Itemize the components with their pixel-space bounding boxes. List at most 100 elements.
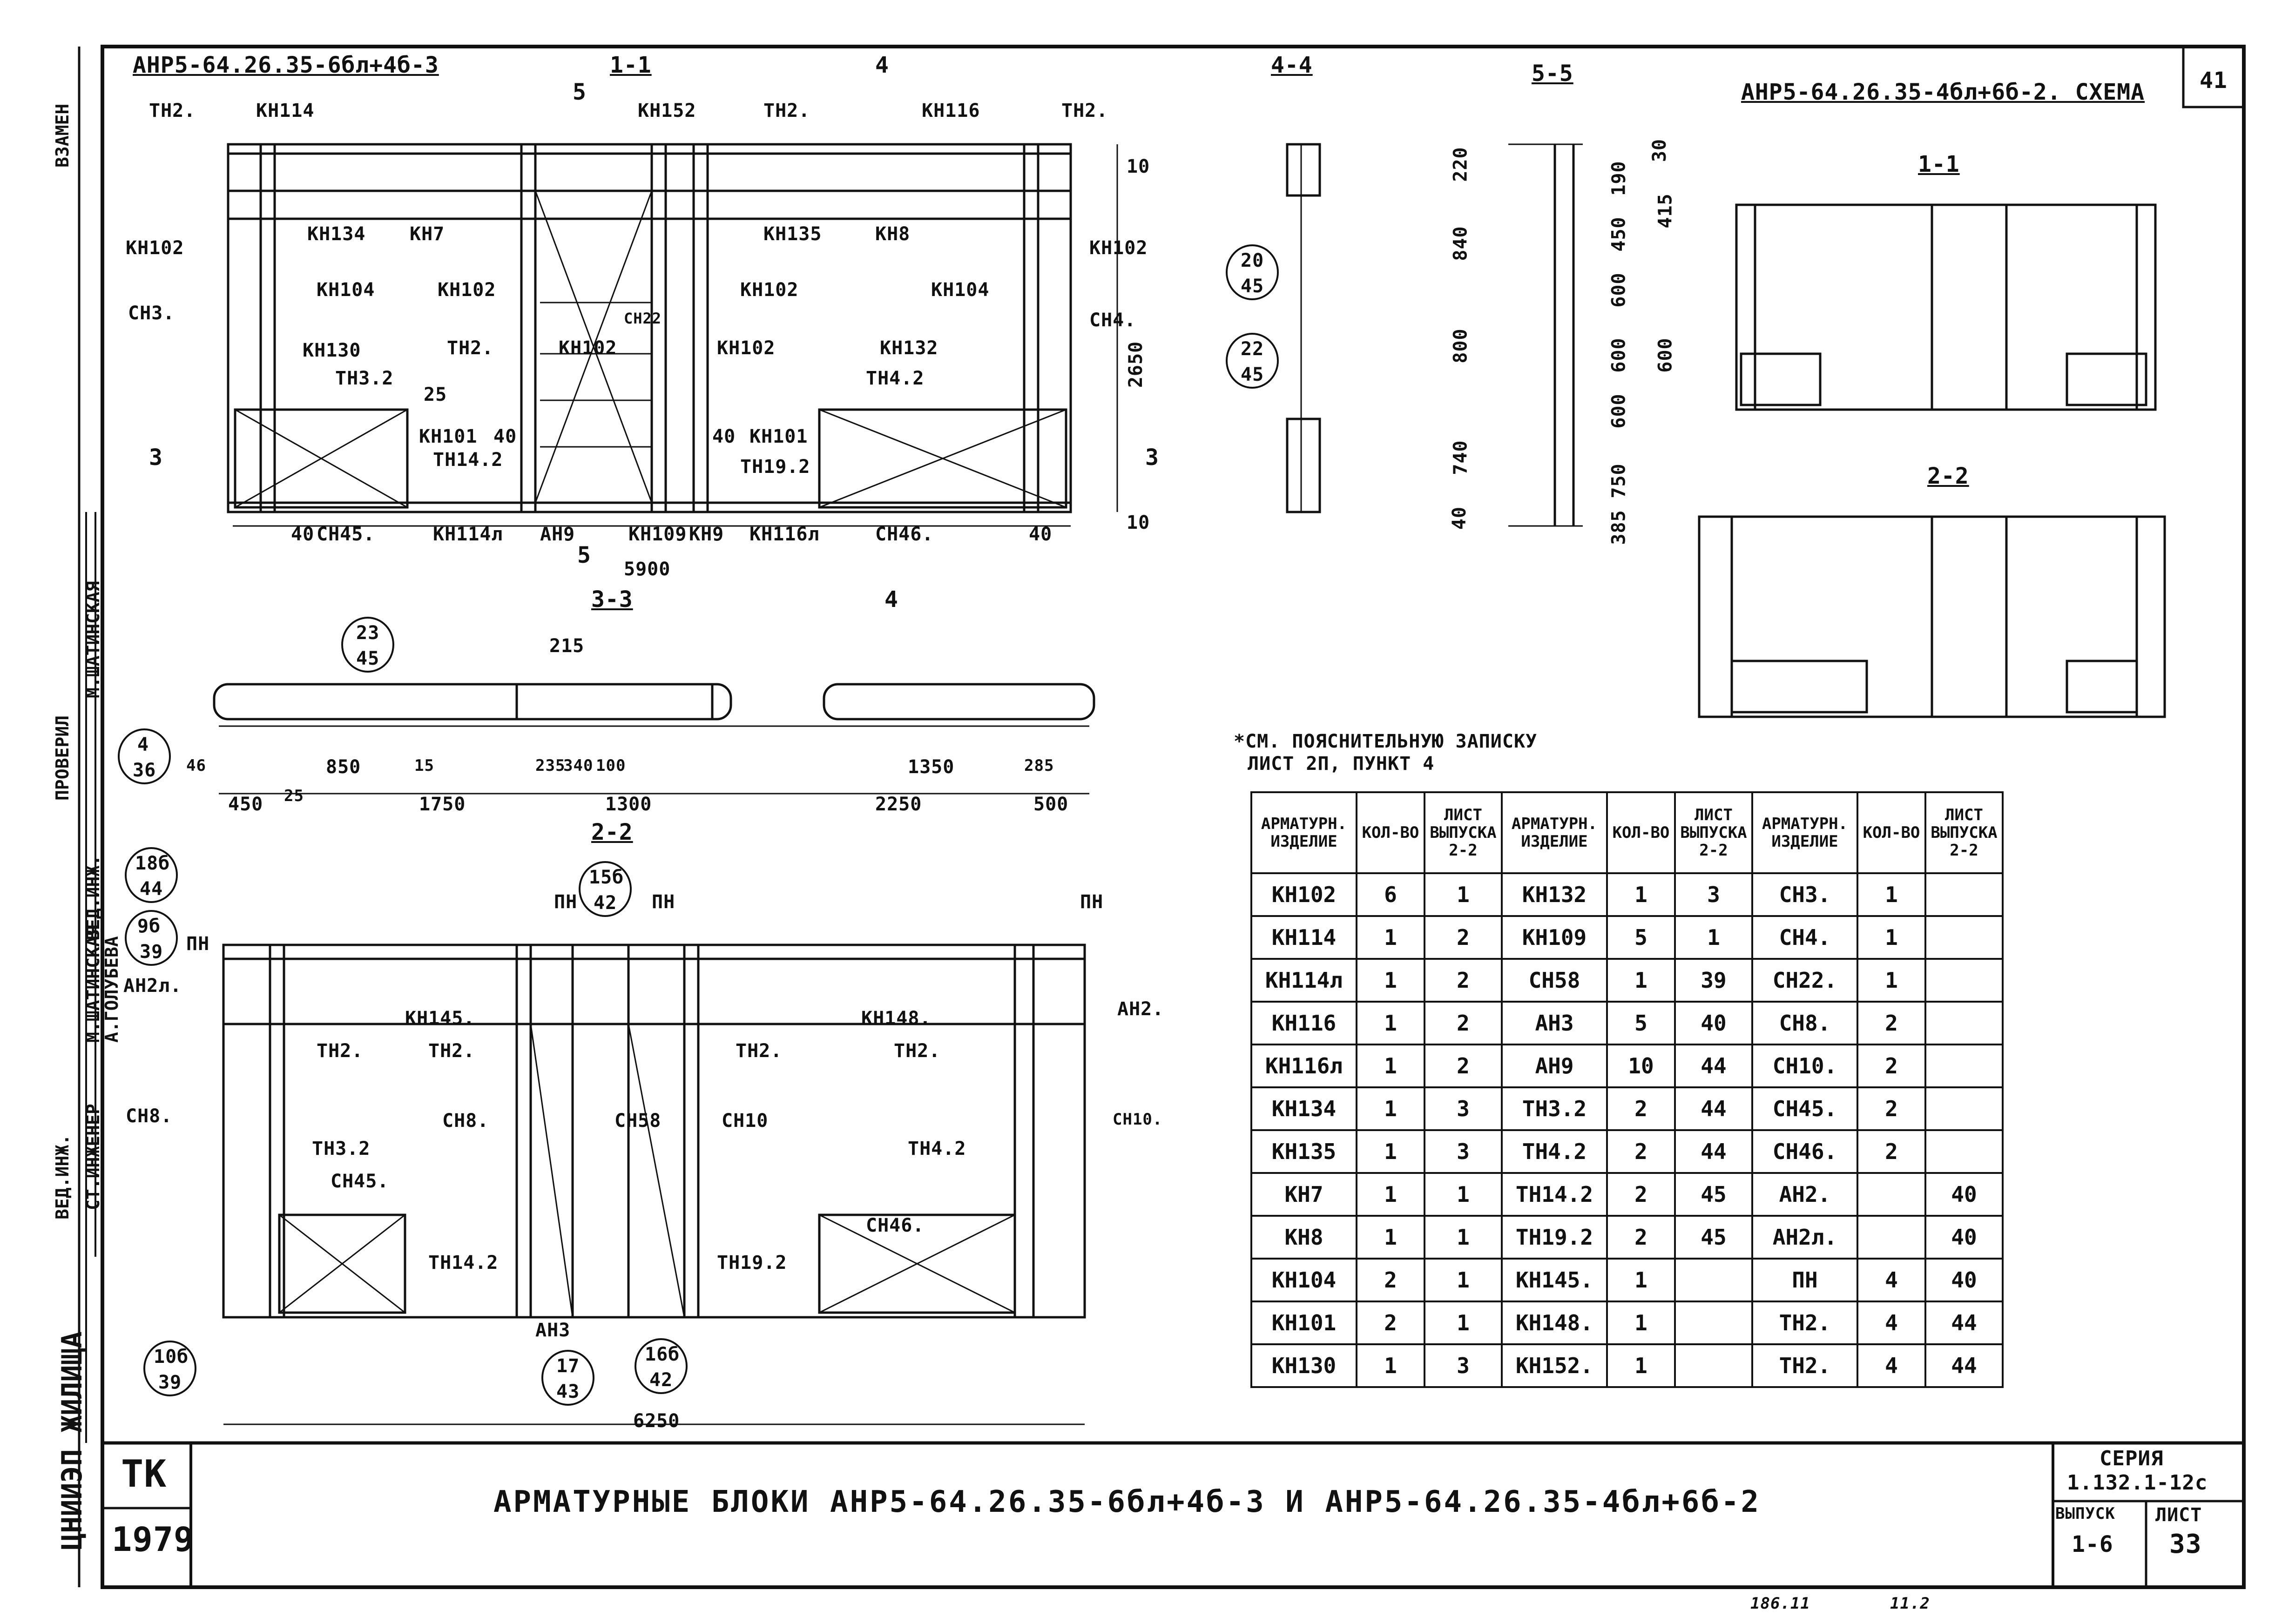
table-cell: 40	[1924, 1258, 2004, 1302]
plan-dim: 15	[414, 756, 434, 775]
elev-label: СН3.	[128, 303, 175, 324]
section-2-2: 2-2	[591, 819, 633, 845]
elev-label: СН46.	[875, 524, 934, 545]
elev-label: КН102	[559, 337, 617, 359]
table-cell: КН132	[1501, 872, 1608, 917]
schema-title: АНР5-64.26.35-4бл+6б-2. СХЕМА	[1741, 79, 2145, 105]
issue-value: 1-6	[2072, 1531, 2113, 1557]
plan-dim: 340	[563, 756, 594, 775]
bottom-stamp-0: 186.11	[1750, 1594, 1810, 1613]
table-cell	[1674, 1343, 1753, 1388]
elev2-label: АН2л.	[123, 975, 182, 997]
table-cell: 44	[1674, 1044, 1753, 1088]
col-header: ЛИСТ ВЫПУСКА 2-2	[1674, 791, 1753, 874]
sheet-label: ЛИСТ	[2155, 1504, 2202, 1526]
stamp-year: 1979	[112, 1520, 195, 1559]
table-cell: КН130	[1250, 1343, 1357, 1388]
elev-label: КН9	[689, 524, 724, 545]
callout: 9б	[137, 916, 161, 937]
table-cell: 5	[1606, 1001, 1676, 1045]
table-cell: ТН14.2	[1501, 1172, 1608, 1217]
elev-label: СН4.	[1089, 310, 1136, 331]
elev-label: КН102	[126, 237, 184, 259]
elev-label: КН130	[303, 340, 361, 361]
section-mark: 5	[573, 79, 587, 105]
elev2-label: АН3	[535, 1320, 571, 1341]
table-cell: 1	[1606, 1258, 1676, 1302]
table-cell: 2	[1857, 1044, 1926, 1088]
side-name-2: А.ГОЛУБЕВА	[101, 936, 122, 1043]
table-cell	[1674, 1301, 1753, 1345]
table-cell: 1	[1606, 1301, 1676, 1345]
table-cell: 1	[1424, 1215, 1503, 1260]
elev-label: КН135	[763, 223, 822, 245]
table-cell: 2	[1424, 915, 1503, 960]
sec55-dim: 190	[1608, 161, 1630, 196]
table-cell: 1	[1356, 915, 1425, 960]
note-line-1: *СМ. ПОЯСНИТЕЛЬНУЮ ЗАПИСКУ	[1234, 731, 1538, 752]
side-role-3: ВЕД.ИНЖ.	[52, 1134, 73, 1220]
table-cell: КН102	[1250, 872, 1357, 917]
table-cell: АН9	[1501, 1044, 1608, 1088]
table-cell: КН101	[1250, 1301, 1357, 1345]
callout: 39	[140, 941, 163, 963]
table-cell	[1924, 1086, 2004, 1131]
table-cell: 1	[1606, 958, 1676, 1003]
sec55-dim: 40	[1449, 506, 1471, 530]
table-cell: 1	[1857, 915, 1926, 960]
table-cell: 1	[1356, 1086, 1425, 1131]
table-cell: 2	[1857, 1001, 1926, 1045]
table-cell: КН134	[1250, 1086, 1357, 1131]
table-cell: 2	[1356, 1301, 1425, 1345]
elev2-label: СН58	[614, 1110, 662, 1132]
table-cell: 1	[1857, 872, 1926, 917]
sec55-dim: 750	[1608, 463, 1630, 499]
drawing-title: АРМАТУРНЫЕ БЛОКИ АНР5-64.26.35-6бл+4б-3 …	[493, 1485, 1761, 1519]
plan-dim: 500	[1033, 794, 1069, 815]
section-mark: 4	[875, 52, 889, 78]
table-cell	[1857, 1172, 1926, 1217]
table-cell: 1	[1356, 1129, 1425, 1174]
elev-label: КН104	[317, 279, 375, 301]
table-cell: 2	[1606, 1215, 1676, 1260]
table-cell: АН3	[1501, 1001, 1608, 1045]
callout: 42	[649, 1369, 673, 1391]
side-role-1: ПРОВЕРИЛ	[52, 715, 73, 801]
elev2-label: ТН19.2	[717, 1252, 787, 1274]
table-cell: 2	[1606, 1086, 1676, 1131]
col-header: ЛИСТ ВЫПУСКА 2-2	[1424, 791, 1503, 874]
callout: 22	[1241, 338, 1264, 360]
elev2-label: СН45.	[331, 1171, 389, 1192]
table-cell: 40	[1924, 1172, 2004, 1217]
callout: 15б	[589, 867, 624, 888]
callout: 10б	[154, 1346, 189, 1368]
col-header: КОЛ-ВО	[1857, 791, 1926, 874]
col-header: АРМАТУРН. ИЗДЕЛИЕ	[1751, 791, 1858, 874]
table-cell: 44	[1674, 1086, 1753, 1131]
sheet-value: 33	[2169, 1529, 2202, 1559]
elev2-label: 6250	[633, 1410, 680, 1432]
elev-label: КН109	[628, 524, 687, 545]
table-cell: 4	[1857, 1301, 1926, 1345]
elev2-label: ТН2.	[317, 1040, 364, 1062]
series-value: 1.132.1-12с	[2067, 1471, 2208, 1495]
table-cell: 1	[1606, 872, 1676, 917]
sec55-dim: 450	[1608, 216, 1630, 252]
callout: 45	[356, 648, 380, 669]
block1-title: АНР5-64.26.35-6бл+4б-3	[133, 52, 439, 78]
elev2-label: ТН2.	[736, 1040, 783, 1062]
table-cell: 2	[1857, 1129, 1926, 1174]
table-cell: АН2.	[1751, 1172, 1858, 1217]
table-cell: 1	[1356, 958, 1425, 1003]
dim-text: 25	[424, 384, 447, 405]
plan-dim: 1300	[605, 794, 652, 815]
table-cell: СН58	[1501, 958, 1608, 1003]
table-cell: СН4.	[1751, 915, 1858, 960]
plan-dim: 25	[284, 787, 304, 805]
